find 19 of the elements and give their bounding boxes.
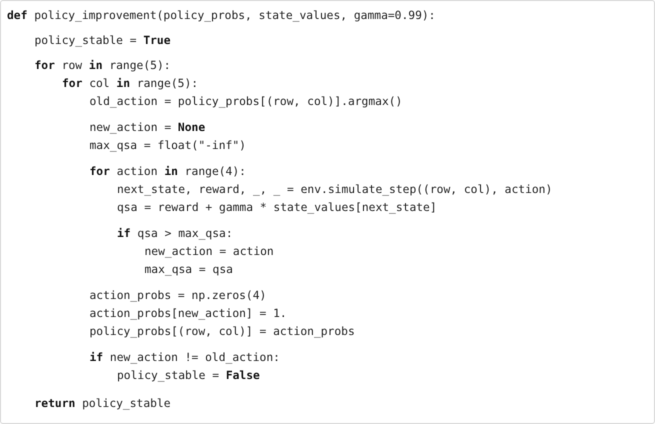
code-line: for col in range(5): — [62, 77, 198, 91]
code-line: for action in range(4): — [90, 165, 246, 179]
code-line: if new_action != old_action: — [90, 351, 280, 365]
code-line: return policy_stable — [34, 397, 171, 411]
code-line: policy_stable = False — [117, 369, 260, 383]
code-line: if qsa > max_qsa: — [117, 227, 233, 241]
code-line: policy_stable = True — [34, 34, 171, 48]
code-line: qsa = reward + gamma * state_values[next_state] — [117, 201, 437, 215]
code-line: next_state, reward, _, _ = env.simulate_step((row, col), action) — [117, 183, 552, 197]
code-line: max_qsa = float("-inf") — [90, 139, 246, 153]
code-line: policy_probs[(row, col)] = action_probs — [90, 325, 355, 339]
code-line: old_action = policy_probs[(row, col)].argmax() — [90, 95, 402, 109]
code-line: new_action = action — [144, 245, 274, 259]
code-line: def policy_improvement(policy_probs, state_values, gamma=0.99): — [7, 9, 436, 23]
code-line: action_probs = np.zeros(4) — [90, 289, 266, 303]
code-line: max_qsa = qsa — [144, 263, 233, 277]
code-line: action_probs[new_action] = 1. — [90, 307, 287, 321]
code-line: for row in range(5): — [34, 59, 171, 73]
code-line: new_action = None — [90, 121, 206, 135]
